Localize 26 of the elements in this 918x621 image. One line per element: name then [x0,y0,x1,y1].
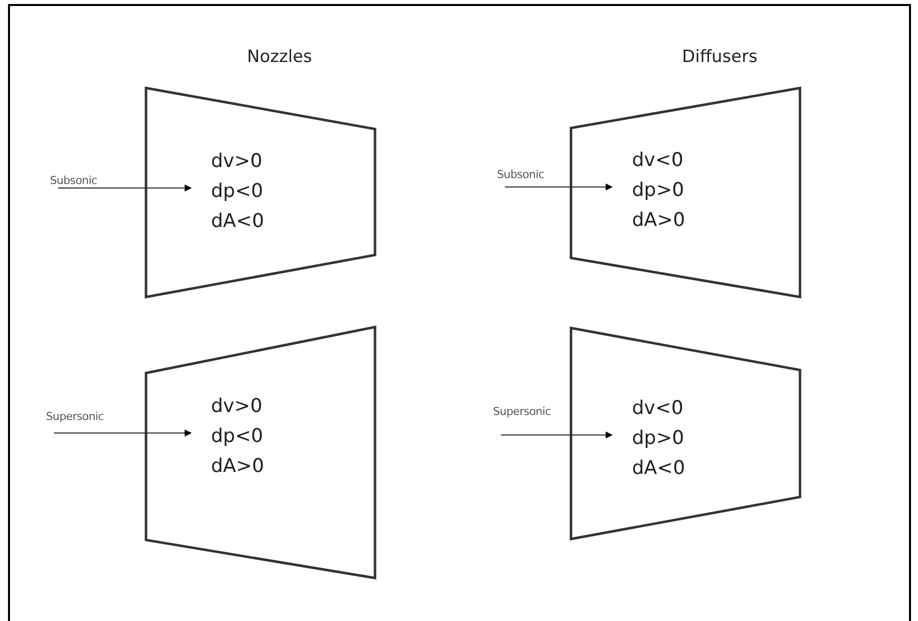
flow-label: Subsonic [497,168,544,181]
trapezoid-duct [146,88,376,298]
trapezoid-duct [571,88,801,298]
condition-text: dv>0 [211,394,262,418]
column-heading: Nozzles [247,47,312,67]
flow-label: Subsonic [50,174,98,187]
condition-text: dA<0 [632,456,686,480]
flow-label: Supersonic [46,410,104,423]
condition-text: dA>0 [632,208,686,232]
condition-text: dA>0 [211,454,264,478]
flow-label: Supersonic [493,405,551,418]
arrow [54,430,192,436]
column-heading: Diffusers [682,47,758,67]
arrow [58,184,192,192]
arrow [500,432,613,438]
condition-text: dp>0 [632,426,684,450]
trapezoid-duct [146,327,376,579]
condition-text: dp>0 [632,178,684,202]
condition-text: dp<0 [211,179,264,203]
trapezoid-duct [571,328,801,540]
condition-text: dA<0 [211,209,264,233]
condition-text: dv<0 [632,396,684,420]
condition-text: dp<0 [211,424,264,448]
condition-text: dv<0 [632,148,684,172]
arrow [504,184,613,190]
condition-text: dv>0 [211,149,262,173]
